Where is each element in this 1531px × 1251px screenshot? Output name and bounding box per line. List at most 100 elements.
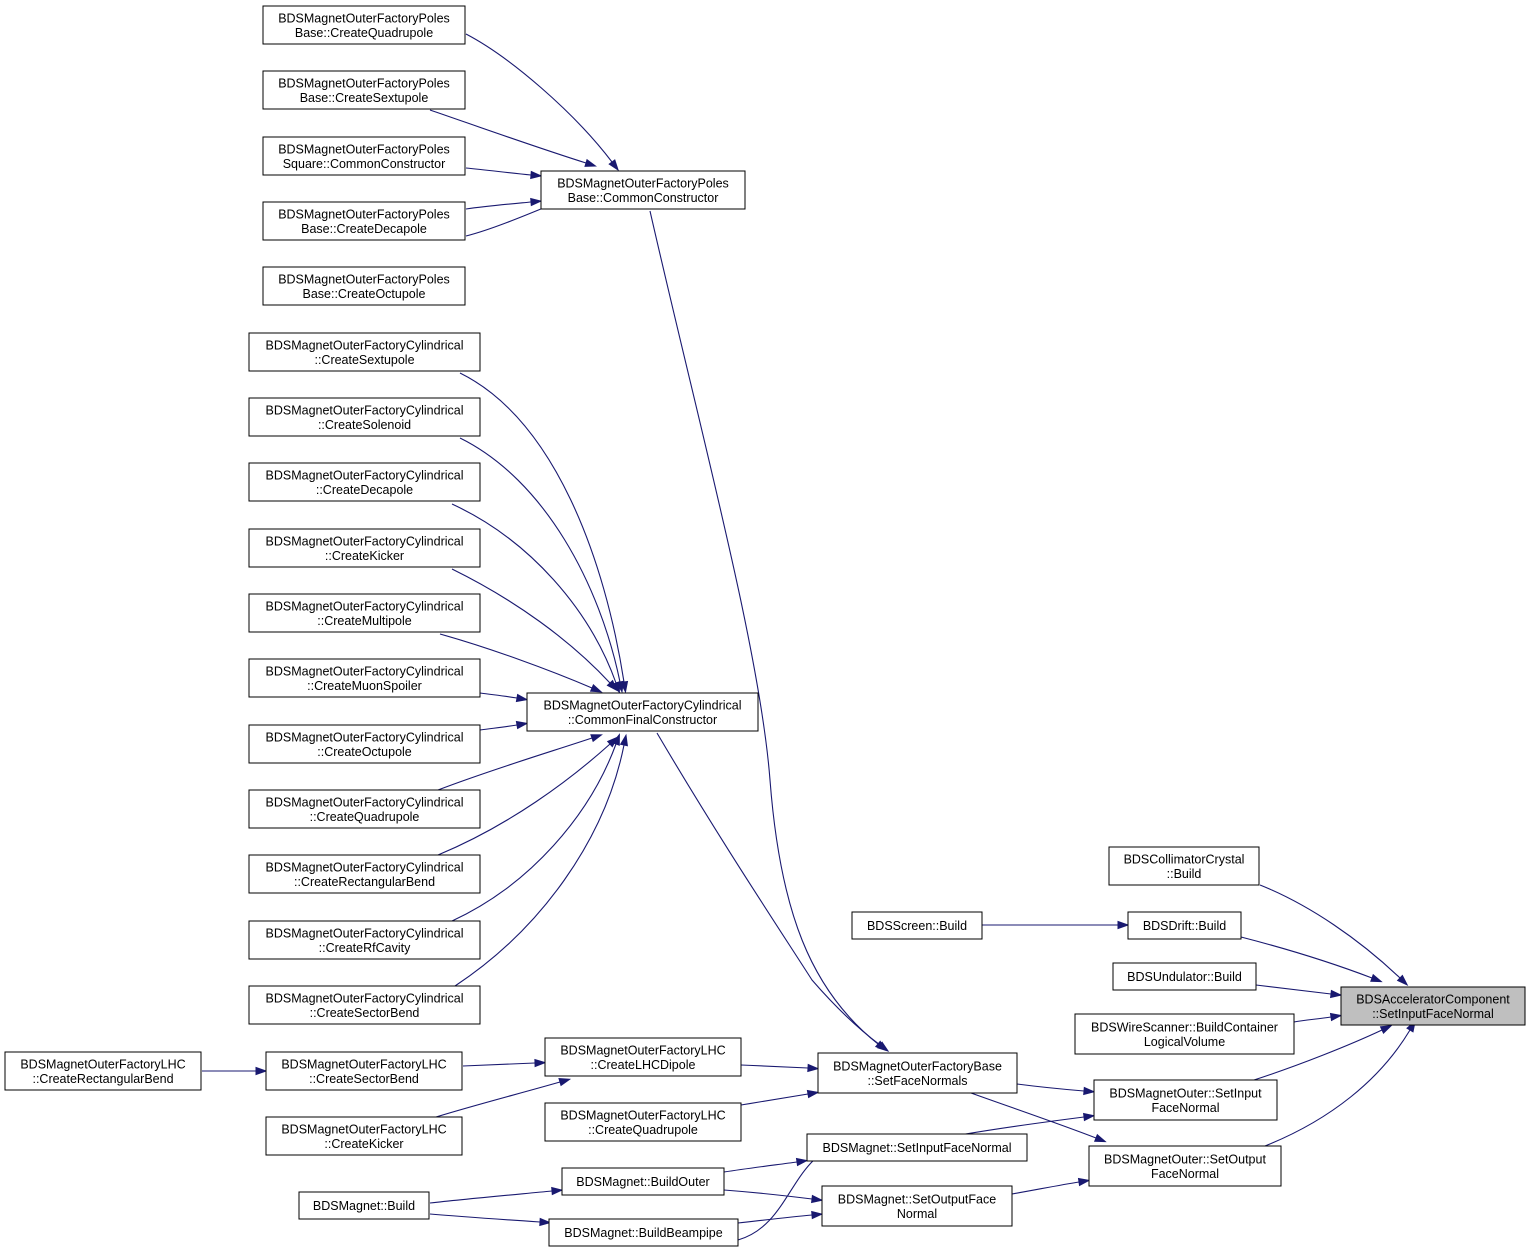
edge-line [479, 724, 518, 731]
node-lhc_rect[interactable]: BDSMagnetOuterFactoryLHC::CreateRectangu… [4, 1051, 202, 1091]
edge-line [740, 1064, 809, 1069]
edge-arrowhead [551, 1186, 564, 1196]
node-label-line: ::CreateLHCDipole [591, 1058, 696, 1072]
node-base_sfn[interactable]: BDSMagnetOuterFactoryBase::SetFaceNormal… [817, 1052, 1018, 1094]
node-box [298, 1191, 430, 1220]
node-cy_sext[interactable]: BDSMagnetOuterFactoryCylindrical::Create… [248, 332, 481, 372]
node-wire[interactable]: BDSWireScanner::BuildContainerLogicalVol… [1074, 1013, 1295, 1055]
node-label-line: BDSMagnetOuterFactoryPoles [278, 207, 450, 221]
node-label-line: ::CreateDecapole [316, 483, 413, 497]
edge-cy_rf-to-cy_cfc [451, 733, 620, 922]
edge-cy_oct-to-cy_cfc [479, 720, 529, 731]
edge-arrowhead [589, 683, 603, 693]
node-cy_rect[interactable]: BDSMagnetOuterFactoryCylindrical::Create… [248, 854, 481, 894]
node-cy_rf[interactable]: BDSMagnetOuterFactoryCylindrical::Create… [248, 920, 481, 960]
edge-cy_sext-to-cy_cfc [459, 372, 629, 694]
edge-lhc_dip-to-base_sfn [740, 1063, 820, 1073]
node-label-line: Base::CreateQuadrupole [295, 26, 433, 40]
edge-line [451, 743, 617, 922]
node-label-line: ::CreateKicker [324, 1137, 403, 1151]
node-lhc_kick[interactable]: BDSMagnetOuterFactoryLHC::CreateKicker [265, 1116, 463, 1156]
node-cy_sol[interactable]: BDSMagnetOuterFactoryCylindrical::Create… [248, 397, 481, 437]
edge-line [656, 732, 881, 1046]
node-mo_sin[interactable]: BDSMagnetOuter::SetInputFaceNormal [1093, 1079, 1278, 1121]
node-label-line: BDSMagnet::SetInputFaceNormal [823, 1141, 1012, 1155]
node-cy_deca[interactable]: BDSMagnetOuterFactoryCylindrical::Create… [248, 462, 481, 502]
node-mag_bouter[interactable]: BDSMagnet::BuildOuter [561, 1167, 725, 1196]
edge-line [465, 203, 554, 237]
node-screen[interactable]: BDSScreen::Build [851, 911, 983, 940]
edge-line [429, 109, 587, 164]
edge-drift-to-root [1240, 936, 1383, 983]
edge-arrowhead [1093, 1133, 1107, 1143]
edge-ps_cc-to-pb_cc [465, 167, 543, 180]
node-cy_multi[interactable]: BDSMagnetOuterFactoryCylindrical::Create… [248, 593, 481, 633]
node-box [248, 397, 481, 437]
node-label-line: ::CreateMultipole [317, 614, 412, 628]
node-lhc_dip[interactable]: BDSMagnetOuterFactoryLHC::CreateLHCDipol… [544, 1037, 742, 1077]
node-label-line: BDSMagnet::BuildOuter [576, 1175, 709, 1189]
node-cy_cfc[interactable]: BDSMagnetOuterFactoryCylindrical::Common… [526, 692, 759, 732]
node-label-line: BDSMagnetOuterFactoryCylindrical [266, 534, 464, 548]
node-box [1127, 911, 1242, 940]
node-cy_sect[interactable]: BDSMagnetOuterFactoryCylindrical::Create… [248, 985, 481, 1025]
edge-arrowhead [1077, 1177, 1091, 1187]
node-drift[interactable]: BDSDrift::Build [1127, 911, 1242, 940]
edge-wire-to-root [1293, 1012, 1343, 1023]
node-label-line: FaceNormal [1151, 1101, 1219, 1115]
edge-arrowhead [795, 1157, 809, 1167]
edge-line [970, 1092, 1097, 1139]
node-pb_cc[interactable]: BDSMagnetOuterFactoryPolesBase::CommonCo… [540, 170, 746, 210]
edge-line [1264, 1029, 1411, 1147]
node-mag_sifn[interactable]: BDSMagnet::SetInputFaceNormal [806, 1133, 1028, 1162]
node-label-line: BDSMagnetOuterFactoryCylindrical [266, 338, 464, 352]
node-cy_oct[interactable]: BDSMagnetOuterFactoryCylindrical::Create… [248, 724, 481, 764]
node-lhc_quad[interactable]: BDSMagnetOuterFactoryLHC::CreateQuadrupo… [544, 1102, 742, 1142]
edge-cy_kick-to-cy_cfc [451, 568, 618, 692]
edge-pb_quad-to-pb_cc [429, 109, 597, 167]
edge-arrowhead [1083, 1086, 1096, 1096]
node-label-line: ::CreateQuadrupole [310, 810, 420, 824]
node-root[interactable]: BDSAcceleratorComponent::SetInputFaceNor… [1340, 986, 1526, 1026]
edge-arrowhead [811, 1210, 824, 1220]
node-pb_deca[interactable]: BDSMagnetOuterFactoryPolesBase::CreateDe… [262, 201, 466, 241]
edge-line [723, 1189, 813, 1200]
node-mag_build[interactable]: BDSMagnet::Build [298, 1191, 430, 1220]
node-label-line: BDSMagnetOuterFactoryCylindrical [266, 860, 464, 874]
node-box [248, 658, 481, 698]
node-box [821, 1185, 1013, 1227]
node-label-line: BDSMagnetOuterFactoryCylindrical [266, 926, 464, 940]
node-label-line: ::CreateRfCavity [319, 941, 411, 955]
node-cy_kick[interactable]: BDSMagnetOuterFactoryCylindrical::Create… [248, 528, 481, 568]
edge-mag_sofn-to-mo_sout [1011, 1177, 1091, 1195]
node-pb_sext[interactable]: BDSMagnetOuterFactoryPolesBase::CreateSe… [262, 70, 466, 110]
edge-arrowhead [515, 693, 529, 703]
edge-arrowhead [534, 1058, 547, 1068]
node-coll[interactable]: BDSCollimatorCrystal::Build [1108, 846, 1260, 886]
node-lhc_sect[interactable]: BDSMagnetOuterFactoryLHC::CreateSectorBe… [265, 1051, 463, 1091]
edge-line [1240, 936, 1373, 979]
edge-cy_multi-to-cy_cfc [439, 633, 603, 693]
node-label-line: BDSMagnetOuterFactoryCylindrical [266, 795, 464, 809]
edge-arrowhead [1329, 1012, 1343, 1022]
node-pb_quad[interactable]: BDSMagnetOuterFactoryPolesBase::CreateQu… [262, 5, 466, 45]
node-label-line: ::CreateQuadrupole [588, 1123, 698, 1137]
node-und[interactable]: BDSUndulator::Build [1112, 962, 1257, 991]
node-box [851, 911, 983, 940]
node-mag_bbeam[interactable]: BDSMagnet::BuildBeampipe [548, 1218, 739, 1247]
node-cy_quad[interactable]: BDSMagnetOuterFactoryCylindrical::Create… [248, 789, 481, 829]
node-ps_cc[interactable]: BDSMagnetOuterFactoryPolesSquare::Common… [262, 136, 466, 176]
node-label-line: BDSMagnetOuterFactoryPoles [278, 272, 450, 286]
node-cy_muon[interactable]: BDSMagnetOuterFactoryCylindrical::Create… [248, 658, 481, 698]
node-label-line: BDSMagnetOuterFactoryPoles [557, 176, 729, 190]
node-label-line: BDSMagnetOuterFactoryLHC [560, 1108, 725, 1122]
edge-line [462, 1062, 536, 1067]
node-pb_oct[interactable]: BDSMagnetOuterFactoryPolesBase::CreateOc… [262, 266, 466, 306]
edge-screen-to-drift [982, 920, 1130, 930]
edge-line [465, 201, 532, 210]
edge-pb_oct-to-pb_cc [465, 197, 543, 210]
node-box [1112, 962, 1257, 991]
